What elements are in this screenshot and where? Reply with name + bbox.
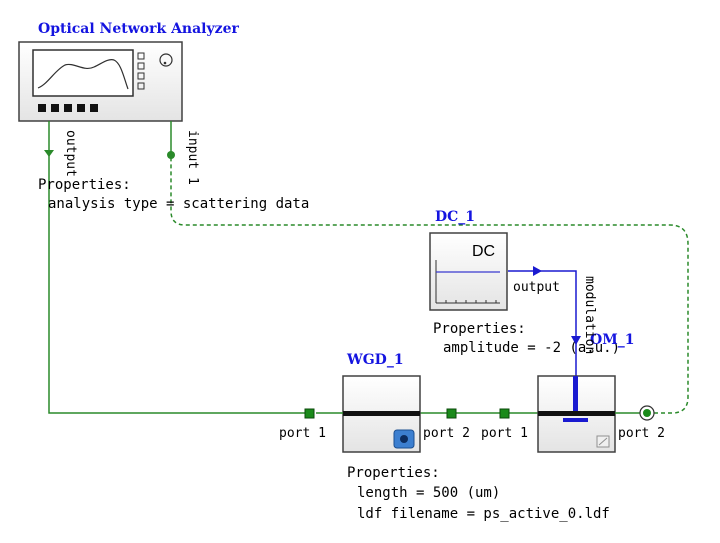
- analyzer-title: Optical Network Analyzer: [38, 21, 239, 37]
- wire-dc-to-om-modulation[interactable]: [508, 270, 577, 410]
- wgd-title: WGD_1: [346, 352, 404, 368]
- analyzer-button-5: [90, 104, 98, 112]
- wgd-device[interactable]: [342, 375, 421, 453]
- analyzer-screen: [32, 49, 134, 97]
- analyzer-button-1: [38, 104, 46, 112]
- om-port-1-icon[interactable]: [499, 408, 510, 419]
- analyzer-side-button-2: [137, 62, 145, 70]
- om-port-2-label: port 2: [618, 426, 665, 441]
- wire-om-to-analyzer-input[interactable]: [170, 155, 689, 414]
- analyzer-side-button-4: [137, 82, 145, 90]
- dc-properties-heading: Properties:: [433, 321, 526, 337]
- dc-device[interactable]: DC: [429, 232, 508, 311]
- analyzer-input-port-label: input 1: [185, 130, 200, 185]
- om-modulation-port-label: modulation: [582, 276, 597, 354]
- analyzer-side-button-1: [137, 52, 145, 60]
- wgd-properties-heading: Properties:: [347, 465, 440, 481]
- om-device[interactable]: [537, 375, 616, 453]
- analyzer-output-port-label: output: [63, 130, 78, 177]
- dc-output-port-arrow-icon[interactable]: [533, 266, 542, 276]
- analyzer-knob-icon: [159, 53, 173, 67]
- wgd-port-1-icon[interactable]: [304, 408, 315, 419]
- analyzer-button-2: [51, 104, 59, 112]
- wgd-port-1-label: port 1: [279, 426, 326, 441]
- om-waveguide-core: [538, 411, 615, 416]
- analyzer-properties-heading: Properties:: [38, 177, 131, 193]
- om-port-1-label: port 1: [481, 426, 528, 441]
- dc-title: DC_1: [435, 209, 475, 225]
- dc-output-port-label: output: [513, 280, 560, 295]
- om-electrode-bar: [563, 418, 588, 422]
- analyzer-device[interactable]: [18, 41, 183, 122]
- wgd-port-2-label: port 2: [423, 426, 470, 441]
- wgd-waveguide-core: [343, 411, 420, 416]
- om-electrode-stem: [573, 376, 578, 411]
- analyzer-trace-curve: [37, 59, 129, 90]
- analyzer-button-3: [64, 104, 72, 112]
- wire-analyzer-to-wgd[interactable]: [48, 150, 309, 414]
- analyzer-side-button-3: [137, 72, 145, 80]
- dc-icon-label: DC: [472, 243, 495, 260]
- analyzer-property-analysis-type: analysis type = scattering data: [48, 196, 309, 212]
- om-modulation-port-arrow-icon[interactable]: [571, 336, 581, 345]
- analyzer-input-port-icon[interactable]: [167, 151, 175, 159]
- wgd-property-length: length = 500 (um): [357, 485, 500, 501]
- om-corner-icon: [596, 435, 610, 448]
- wgd-port-2-icon[interactable]: [446, 408, 457, 419]
- wgd-property-ldf-filename: ldf filename = ps_active_0.ldf: [357, 506, 610, 522]
- analyzer-button-4: [77, 104, 85, 112]
- analyzer-output-port-arrow-icon[interactable]: [44, 150, 54, 157]
- om-title: OM_1: [590, 332, 634, 348]
